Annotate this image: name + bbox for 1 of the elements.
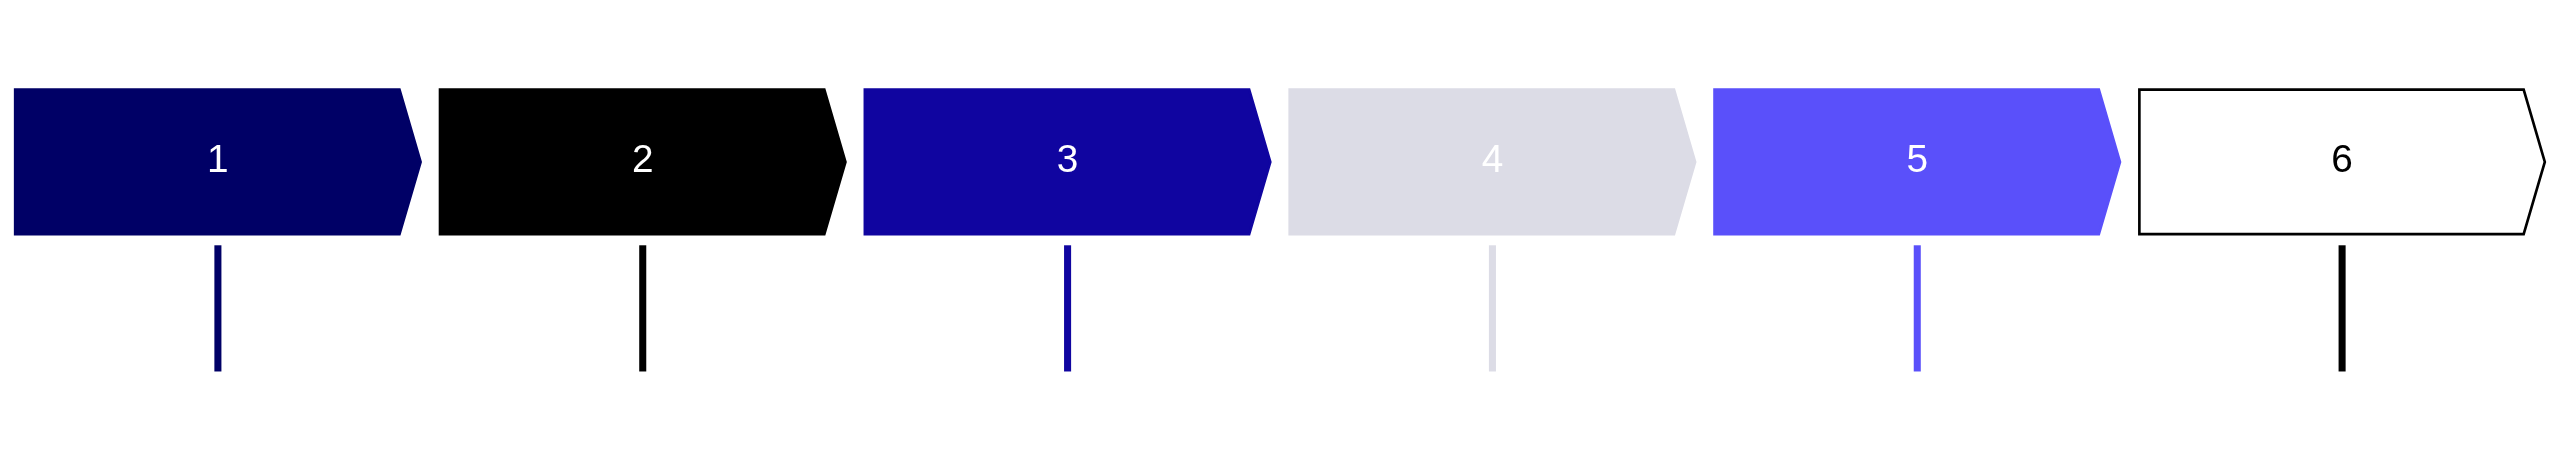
connector xyxy=(1488,245,1496,372)
